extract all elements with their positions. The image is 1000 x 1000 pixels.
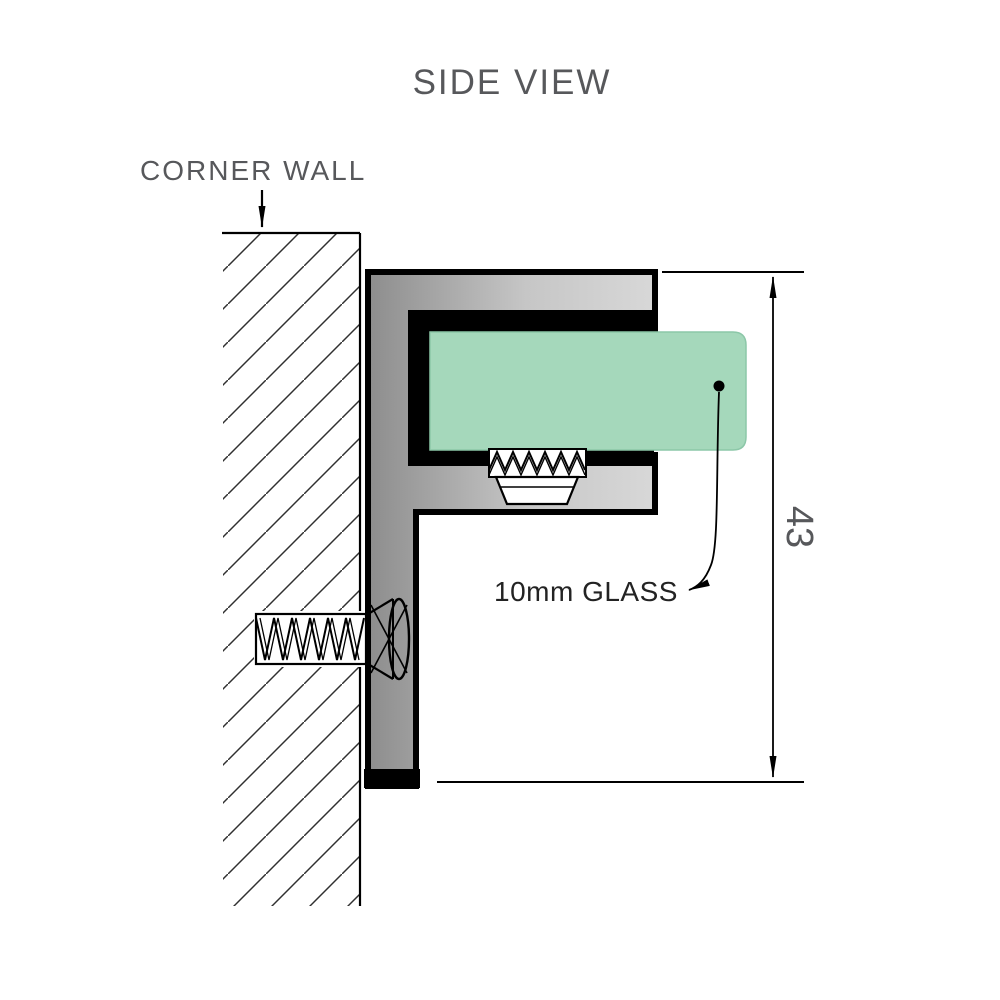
grub-screw — [488, 448, 587, 506]
screw-head-cone-top — [367, 598, 394, 615]
bracket-end-cap — [364, 769, 420, 788]
glass-callout-label: 10mm GLASS — [494, 576, 678, 607]
grub-thread-zigzag — [488, 449, 586, 473]
screw-head-cone-bottom — [367, 663, 394, 680]
grub-screw-tip — [494, 475, 580, 506]
corner-wall — [222, 231, 362, 906]
screw-head-cross-2 — [370, 604, 408, 674]
height-dimension: 43 — [437, 271, 820, 783]
wall-hatching — [223, 234, 360, 906]
page-title: SIDE VIEW — [413, 63, 612, 102]
fixing-screw — [254, 611, 368, 667]
fixing-screw-head — [367, 597, 411, 681]
screw-thread-zigzag — [255, 617, 365, 661]
grub-thread-zigzag-2 — [488, 455, 586, 477]
callout-leader-arrow — [688, 391, 720, 591]
corner-wall-label: CORNER WALL — [140, 155, 366, 186]
callout-dot — [713, 380, 725, 392]
glass-callout: 10mm GLASS — [494, 380, 725, 607]
screw-thread-zigzag-2 — [259, 617, 360, 661]
glass-panel — [429, 331, 747, 451]
dimension-value: 43 — [778, 506, 820, 548]
